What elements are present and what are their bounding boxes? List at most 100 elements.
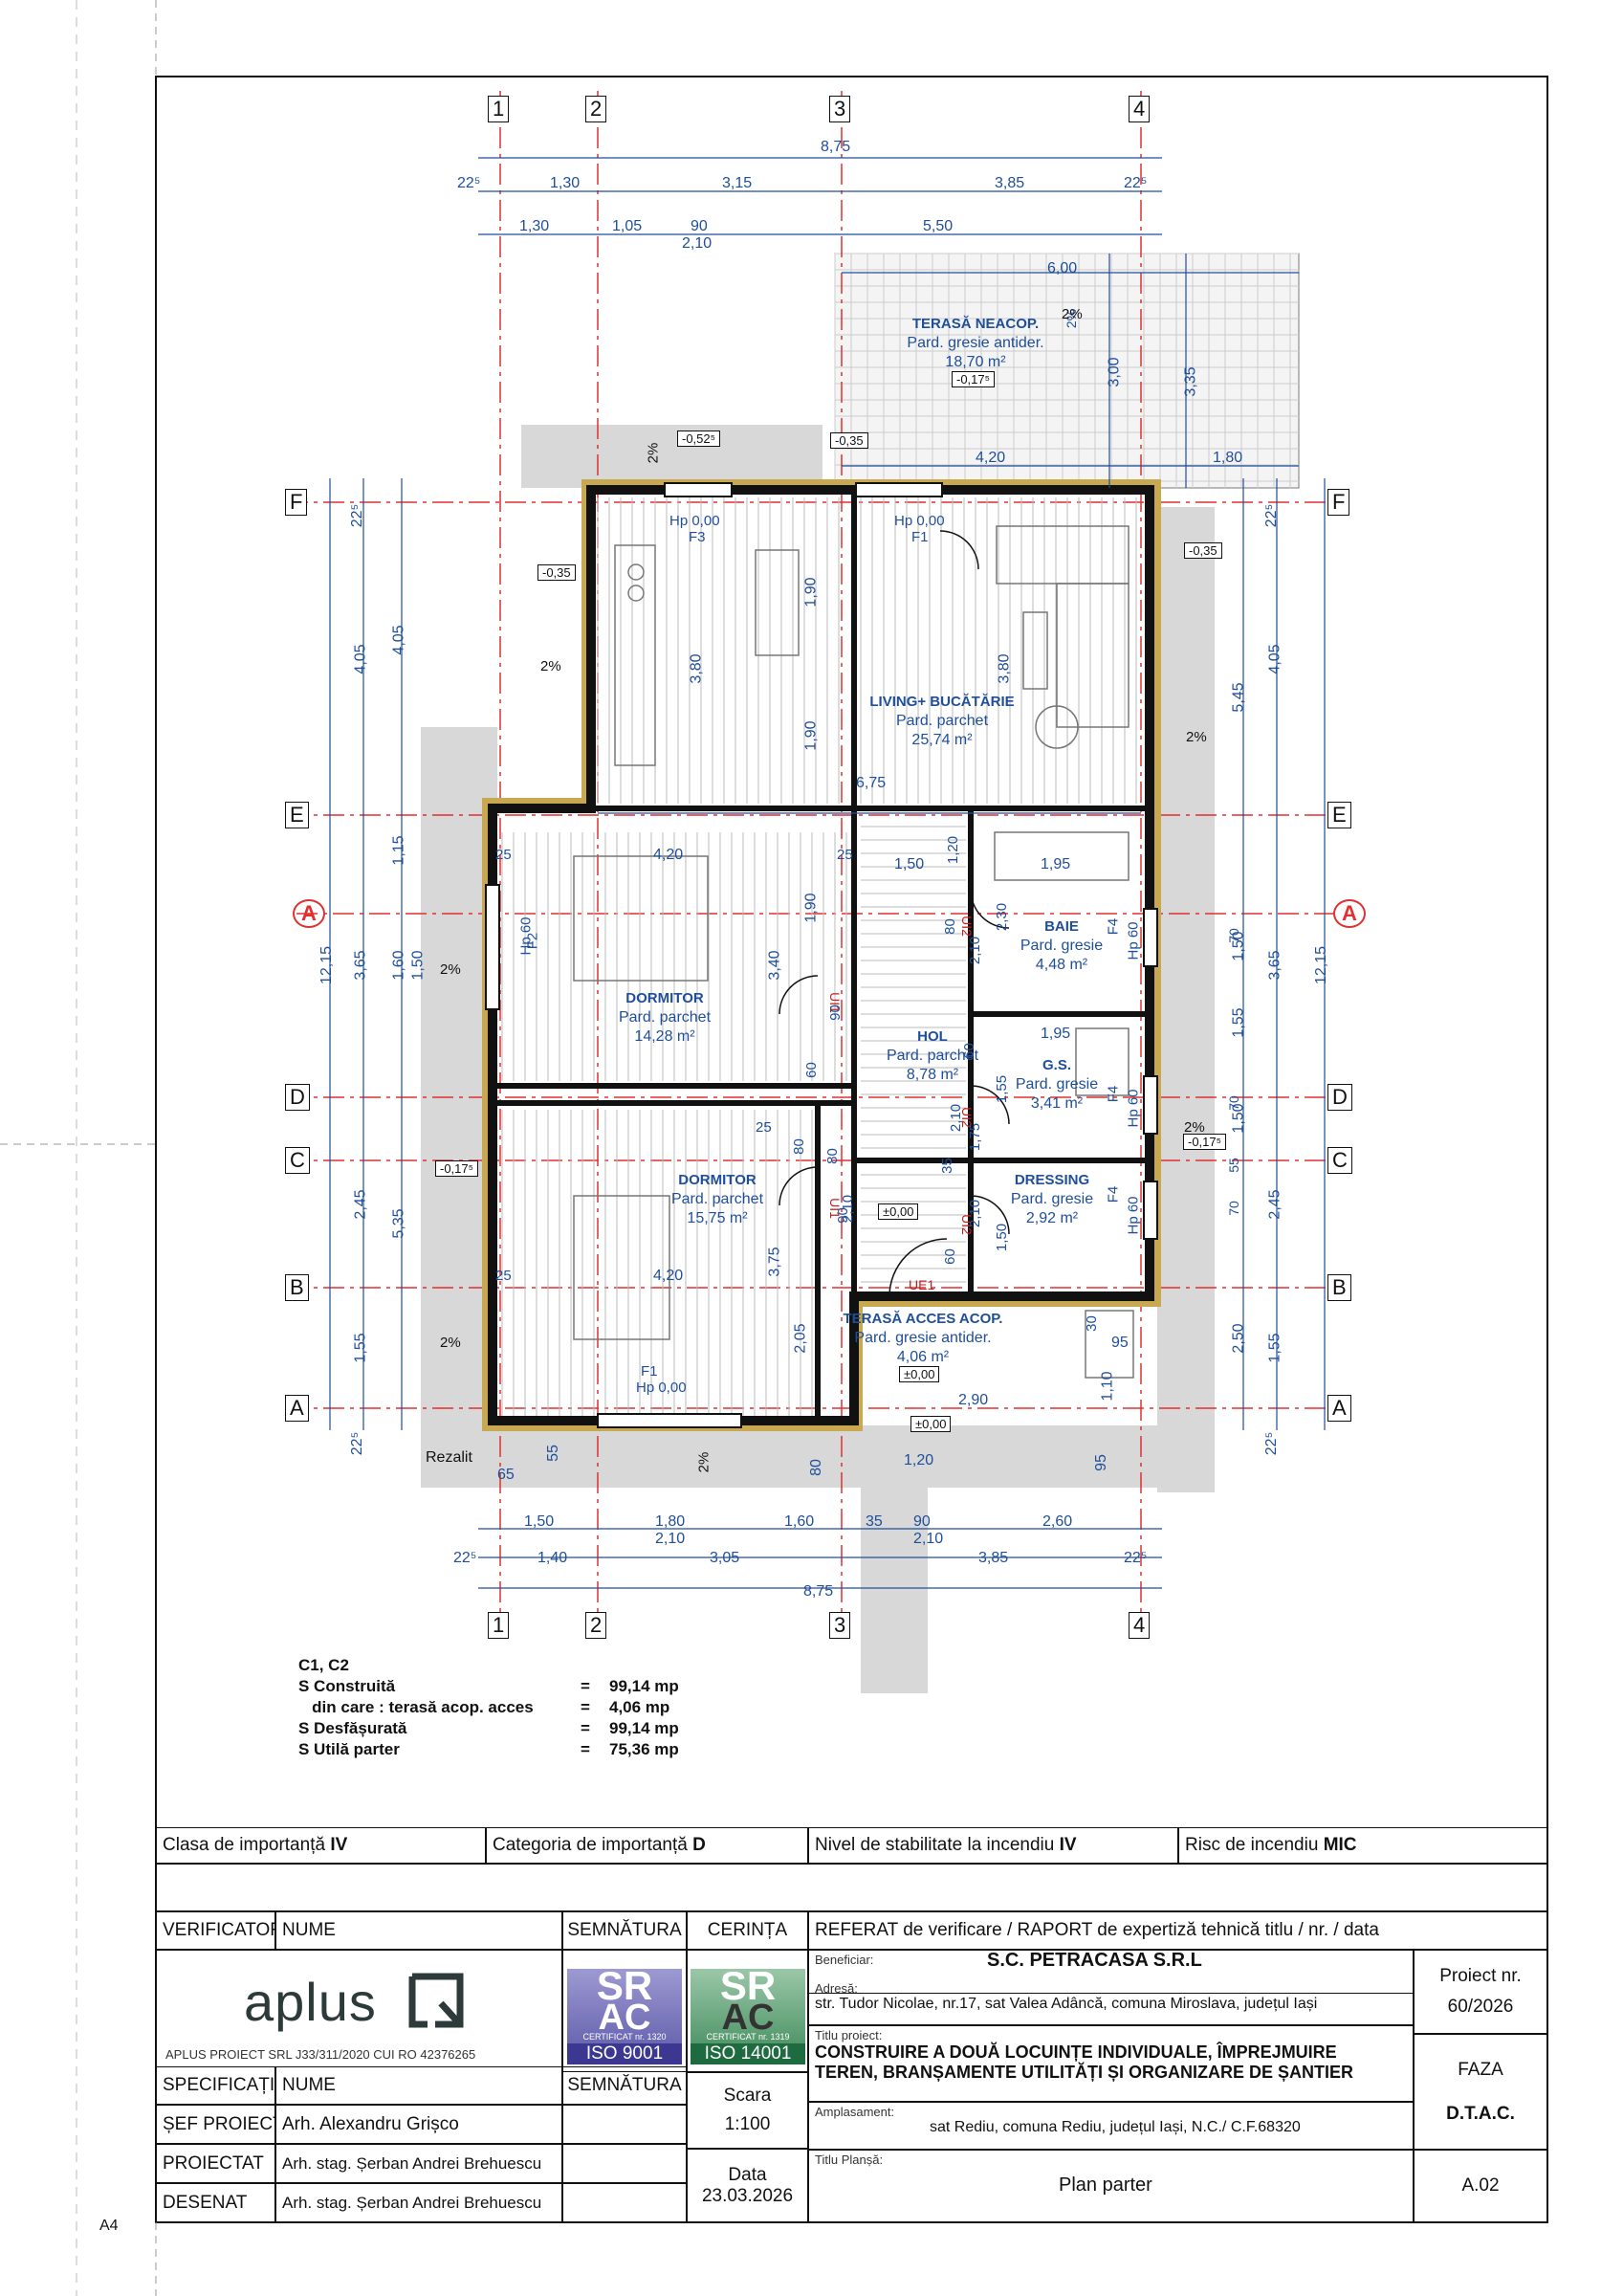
room-floor: Pard. parchet: [895, 713, 989, 729]
window-label: Hp 60: [1125, 1196, 1142, 1235]
slope-label: 2%: [695, 1451, 713, 1473]
dim-label: 1,50: [409, 950, 427, 981]
dim-label: 55: [1225, 1158, 1241, 1173]
sr-ac-badge-14001: SR AC CERTIFICAT nr. 1319 ISO 14001: [691, 1966, 805, 2064]
axis-label-4: 4: [1129, 96, 1151, 122]
company-info: APLUS PROIECT SRL J33/311/2020 CUI RO 42…: [165, 2047, 476, 2062]
axis-label-2: 2: [585, 96, 607, 122]
doors: [779, 530, 1010, 1297]
thermal-insulation: [482, 479, 1161, 1431]
room-floor: Pard. gresie antider.: [907, 335, 1044, 351]
furniture: [573, 525, 1134, 1379]
axis-label-C: C: [1327, 1147, 1352, 1174]
section-marker: A: [293, 899, 325, 928]
cert-cell-1: [562, 1950, 687, 2072]
summary-row: din care : terasă acop. acces=4,06 mp: [298, 1698, 670, 1716]
adresa-cell: Adresă: str. Tudor Nicolae, nr.17, sat V…: [808, 1979, 1414, 2025]
area-summary: C1, C2 S Construită=99,14 mp din care : …: [298, 1655, 679, 1760]
sheet-frame: [155, 76, 1548, 2223]
dim-label: 80: [807, 1459, 824, 1476]
desenat-label: DESENAT: [156, 2183, 275, 2222]
verificator-signature: SEMNĂTURA: [562, 1911, 687, 1950]
dim-label: 1,55: [1266, 1333, 1283, 1363]
walls: [488, 485, 1154, 1425]
axis-label-3: 3: [829, 96, 851, 122]
dim-label: 90: [691, 218, 708, 234]
level-marker: -0,17⁵: [435, 1160, 479, 1177]
dim-label: 3,40: [766, 950, 783, 981]
slope-label: 2%: [1186, 729, 1207, 745]
verificator-name: NUME: [275, 1911, 562, 1950]
dim-label: 5,35: [390, 1208, 407, 1239]
dim-overall-top: 8,75: [821, 139, 851, 155]
dim-label: 5,45: [1230, 682, 1247, 713]
room-area: 4,06 m²: [896, 1349, 950, 1365]
slope-label: 2%: [1184, 1119, 1205, 1136]
dim-label: 8,75: [803, 1583, 834, 1600]
dim-label: 90: [826, 1004, 844, 1021]
dim-label: 4,05: [1266, 644, 1283, 674]
dim-label: 2,60: [1042, 1513, 1073, 1530]
dim-label: 1,60: [390, 950, 407, 981]
room-name: LIVING+ BUCĂTĂRIE: [869, 694, 1015, 710]
dim-label: 80: [790, 1138, 807, 1155]
window-label: Hp 0,00: [636, 1380, 687, 1396]
room-area: 25,74 m²: [911, 732, 973, 748]
room-name: TERASĂ ACCES ACOP.: [843, 1311, 1003, 1327]
specificatie-signature: SEMNĂTURA: [562, 2066, 687, 2105]
dim-label: Rezalit: [426, 1449, 472, 1466]
amplasament-cell: Amplasament: sat Rediu, comuna Rediu, ju…: [808, 2102, 1414, 2150]
window-label: F1: [911, 529, 929, 545]
dim-label: 65: [497, 1467, 515, 1483]
axis-label-1: 1: [488, 96, 510, 122]
dim-label: 3,35: [1182, 366, 1199, 397]
section-marker: A: [1333, 899, 1366, 928]
dim-label: 6,00: [1047, 260, 1078, 276]
dim-label: 55: [544, 1445, 561, 1462]
dim-label: 70: [1225, 1201, 1241, 1216]
dim-label: 2,45: [1266, 1189, 1283, 1220]
dim-label: 70: [1225, 928, 1241, 943]
level-marker: -0,52⁵: [677, 430, 721, 447]
axis-label-E: E: [285, 802, 309, 828]
dim-label: 3,15: [722, 175, 753, 191]
axis-label-B: B: [285, 1274, 309, 1301]
room-name: G.S.: [1042, 1057, 1072, 1073]
dim-label: 95: [1111, 1335, 1129, 1351]
room-floor: Pard. parchet: [618, 1009, 712, 1026]
dim-label: 1,55: [1230, 1007, 1247, 1038]
dim-label: 6,75: [856, 775, 887, 791]
dim-label: 3,05: [710, 1550, 740, 1566]
dim-label: 3,85: [978, 1550, 1009, 1566]
slope-label: 2%: [440, 961, 461, 978]
dim-label: 1,30: [550, 175, 581, 191]
window-label: F1: [641, 1363, 658, 1380]
dim-label: 2,05: [792, 1323, 809, 1354]
dim-label: 3,75: [766, 1247, 783, 1277]
level-marker: ±0,00: [910, 1416, 952, 1432]
window-label: F4: [1105, 1185, 1122, 1203]
level-marker: -0,17⁵: [1183, 1134, 1227, 1150]
sheet-format: A4: [99, 2218, 119, 2234]
dim-label: 3,65: [352, 950, 369, 981]
dim-label: 80: [823, 1148, 841, 1164]
room-level: ±0,00: [899, 1366, 940, 1382]
cert-cell-2: [687, 1950, 808, 2072]
dim-label: 70: [1225, 1095, 1241, 1111]
dim-label: 2,10: [913, 1531, 944, 1547]
dim-label: 12,15: [1313, 945, 1330, 985]
slope-label: 2%: [1062, 306, 1083, 322]
sef-proiect-label: ȘEF PROIECT: [156, 2105, 275, 2144]
axis-label-D: D: [285, 1084, 310, 1111]
dim-label: 1,15: [390, 835, 407, 866]
dim-label: 1,55: [352, 1333, 369, 1363]
room-level: -0,17⁵: [952, 371, 996, 387]
blank-row: [156, 1864, 1547, 1911]
dim-label: 2,10: [948, 1103, 965, 1133]
dim-label: 1,40: [537, 1550, 568, 1566]
dim-label: 1,50: [894, 856, 925, 872]
dim-label: 1,90: [802, 893, 820, 923]
room-floor: Pard. parchet: [670, 1191, 764, 1207]
dim-label: 25: [756, 1119, 772, 1136]
summary-title: C1, C2: [298, 1656, 349, 1674]
